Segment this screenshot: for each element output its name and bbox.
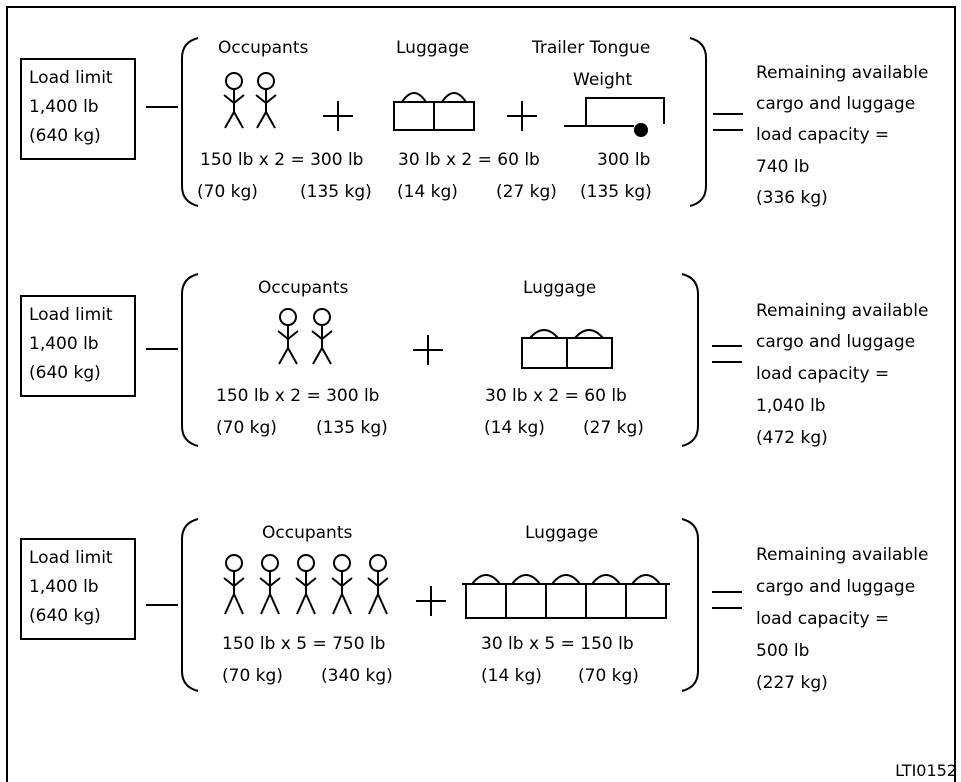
occupants-equation: 150 lb x 2 = 300 lb [200,150,364,170]
luggage-kg-total: (27 kg) [583,418,644,438]
occupants-equation: 150 lb x 2 = 300 lb [216,386,380,406]
luggage-kg-each: (14 kg) [481,666,542,686]
occupants-kg-each: (70 kg) [216,418,277,438]
luggage-label: Luggage [523,278,597,298]
figure-frame [6,6,956,782]
left-bracket [181,518,199,692]
stick-figure-icon [223,554,389,615]
stick-figure-icon [277,308,333,365]
left-bracket [181,273,199,447]
load-limit-kg: (640 kg) [29,126,101,146]
result-line-2: cargo and luggage [756,577,916,597]
luggage-kg-each: (14 kg) [484,418,545,438]
load-limit-kg: (640 kg) [29,606,101,626]
luggage-label: Luggage [525,523,599,543]
result-kg: (336 kg) [756,188,828,208]
occupants-kg-total: (135 kg) [316,418,388,438]
occupants-kg-total: (135 kg) [300,182,372,202]
luggage-equation: 30 lb x 5 = 150 lb [481,634,634,654]
equals-sign [713,113,743,131]
luggage-kg-total: (70 kg) [578,666,639,686]
trailer-label-2: Weight [573,70,633,90]
occupants-kg-each: (70 kg) [197,182,258,202]
result-line-1: Remaining available [756,63,929,83]
load-limit-kg: (640 kg) [29,363,101,383]
plus-sign [507,101,537,131]
load-limit-label: Load limit [29,68,113,88]
occupants-label: Occupants [218,38,309,58]
result-line-3: load capacity = [756,609,890,629]
trailer-label-1: Trailer Tongue [532,38,651,58]
load-limit-lb: 1,400 lb [29,334,99,354]
result-line-3: load capacity = [756,125,890,145]
load-limit-box: Load limit 1,400 lb (640 kg) [20,295,136,397]
trailer-weight-kg: (135 kg) [580,182,652,202]
luggage-equation: 30 lb x 2 = 60 lb [398,150,540,170]
figure-code: LTI0152 [895,761,957,780]
plus-sign [323,101,353,131]
minus-sign [146,106,178,108]
occupants-kg-total: (340 kg) [321,666,393,686]
plus-sign [416,586,446,616]
plus-sign [413,335,443,365]
luggage-equation: 30 lb x 2 = 60 lb [485,386,627,406]
load-limit-lb: 1,400 lb [29,97,99,117]
minus-sign [146,348,178,350]
result-lb: 1,040 lb [756,396,826,416]
result-lb: 500 lb [756,641,810,661]
result-line-2: cargo and luggage [756,94,916,114]
load-limit-label: Load limit [29,305,113,325]
minus-sign [146,604,178,606]
result-lb: 740 lb [756,157,810,177]
stick-figure-icon [223,72,277,129]
luggage-kg-each: (14 kg) [397,182,458,202]
luggage-icon [521,329,613,369]
trailer-hitch-icon [564,97,665,137]
load-limit-box: Load limit 1,400 lb (640 kg) [20,538,136,640]
load-limit-lb: 1,400 lb [29,577,99,597]
luggage-icon [393,92,475,131]
left-bracket [181,37,199,207]
load-limit-box: Load limit 1,400 lb (640 kg) [20,58,136,160]
result-line-3: load capacity = [756,364,890,384]
luggage-kg-total: (27 kg) [496,182,557,202]
equals-sign [712,591,742,609]
occupants-kg-each: (70 kg) [222,666,283,686]
result-line-1: Remaining available [756,545,929,565]
right-bracket [681,518,699,692]
right-bracket [681,273,699,447]
equals-sign [712,345,742,363]
result-line-1: Remaining available [756,301,929,321]
trailer-weight-lb: 300 lb [597,150,651,170]
right-bracket [689,37,707,207]
luggage-label: Luggage [396,38,470,58]
occupants-label: Occupants [258,278,349,298]
load-limit-label: Load limit [29,548,113,568]
occupants-label: Occupants [262,523,353,543]
occupants-equation: 150 lb x 5 = 750 lb [222,634,386,654]
result-kg: (472 kg) [756,428,828,448]
result-line-2: cargo and luggage [756,332,916,352]
result-kg: (227 kg) [756,673,828,693]
luggage-icon [462,574,670,619]
